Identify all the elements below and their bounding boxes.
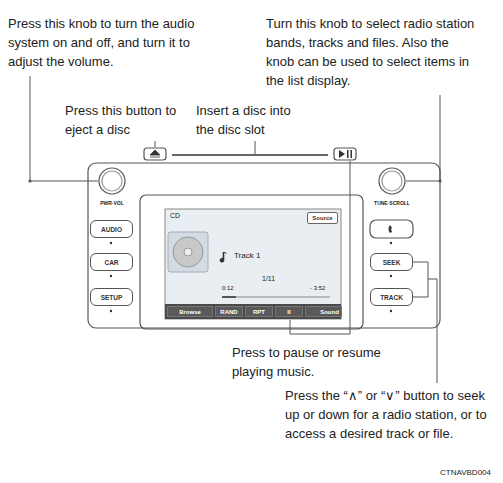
screen-text: - 3:52 (310, 284, 325, 293)
tune-scroll-knob (379, 168, 405, 194)
callout-text: Insert a disc into the disc slot (196, 101, 311, 139)
leader-line (437, 279, 438, 383)
callout-text: Press this button to eject a disc (65, 101, 180, 139)
unit-face (88, 163, 440, 328)
callout-text: Press the “∧” or “∨” button to seek up o… (285, 386, 490, 443)
hardware-button: SEEK (370, 253, 413, 271)
leader-dot (28, 179, 31, 182)
progress-bar (222, 297, 330, 298)
display (165, 209, 341, 319)
button-label: II (287, 309, 290, 315)
disc-slot (172, 154, 328, 156)
callout-text: Press to pause or resume playing music. (232, 343, 414, 381)
button-label: SEEK (383, 259, 401, 266)
screen-text: 0:12 (222, 284, 234, 293)
screen-text: Track 1 (234, 250, 260, 261)
hardware-button: SETUP (90, 288, 133, 306)
screen-button: II (275, 306, 303, 317)
screen-button: Browse (167, 306, 213, 317)
knob-label: PWR·VOL (92, 200, 132, 207)
disc-hole (184, 248, 192, 256)
hardware-button: AUDIO (90, 220, 133, 238)
leader-line (255, 141, 256, 154)
button-label: RAND (220, 309, 237, 315)
screen-button: Sound (305, 306, 342, 317)
pause-bar (351, 150, 353, 158)
knob-rim (102, 171, 122, 191)
play-pause-button (334, 148, 356, 160)
pwr-vol-knob (99, 168, 125, 194)
knob-label: TUNE·SCROLL (368, 200, 416, 207)
figure-code: CTNAVBD004 (440, 468, 491, 478)
button-label: Source (312, 215, 332, 221)
leader-line (155, 141, 156, 147)
screen-button: RAND (215, 306, 243, 317)
screen-button: Source (307, 212, 338, 224)
button-label: RPT (253, 309, 265, 315)
leader-line (350, 161, 351, 334)
knob-rim (382, 171, 402, 191)
screen-text: CD (170, 211, 180, 221)
leader-bracket (413, 262, 428, 297)
screen-button: RPT (245, 306, 273, 317)
button-label: SETUP (101, 294, 123, 301)
screen-text: 1/11 (262, 274, 275, 284)
button-label: CAR (104, 259, 118, 266)
callout-text: Turn this knob to select radio station b… (266, 14, 476, 90)
hardware-button: TRACK (370, 288, 413, 306)
button-dot (390, 275, 392, 277)
phone-symbol (389, 225, 393, 233)
button-label: TRACK (380, 294, 403, 301)
play-symbol (339, 150, 345, 158)
eject-symbol (150, 150, 160, 157)
pause-bar (347, 150, 349, 158)
hardware-button: CAR (90, 253, 133, 271)
button-label: Sound (320, 309, 339, 315)
leader-line (428, 279, 437, 280)
eject-button (144, 148, 166, 160)
button-dot (110, 310, 112, 312)
display-bar (165, 304, 341, 319)
disc-icon-panel (168, 232, 208, 272)
button-dot (390, 242, 392, 244)
progress-fill (222, 296, 236, 298)
disc-icon (173, 237, 203, 267)
leader-line (290, 320, 350, 334)
note-icon (220, 252, 227, 262)
button-dot (390, 310, 392, 312)
button-label: Browse (179, 309, 201, 315)
leader-dot (438, 179, 441, 182)
callout-text: Press this knob to turn the audio system… (8, 14, 196, 71)
leader-line (406, 95, 440, 181)
button-label: AUDIO (101, 226, 122, 233)
phone-button (370, 220, 413, 238)
button-dot (110, 242, 112, 244)
screen-bezel (140, 195, 363, 329)
button-dot (110, 275, 112, 277)
